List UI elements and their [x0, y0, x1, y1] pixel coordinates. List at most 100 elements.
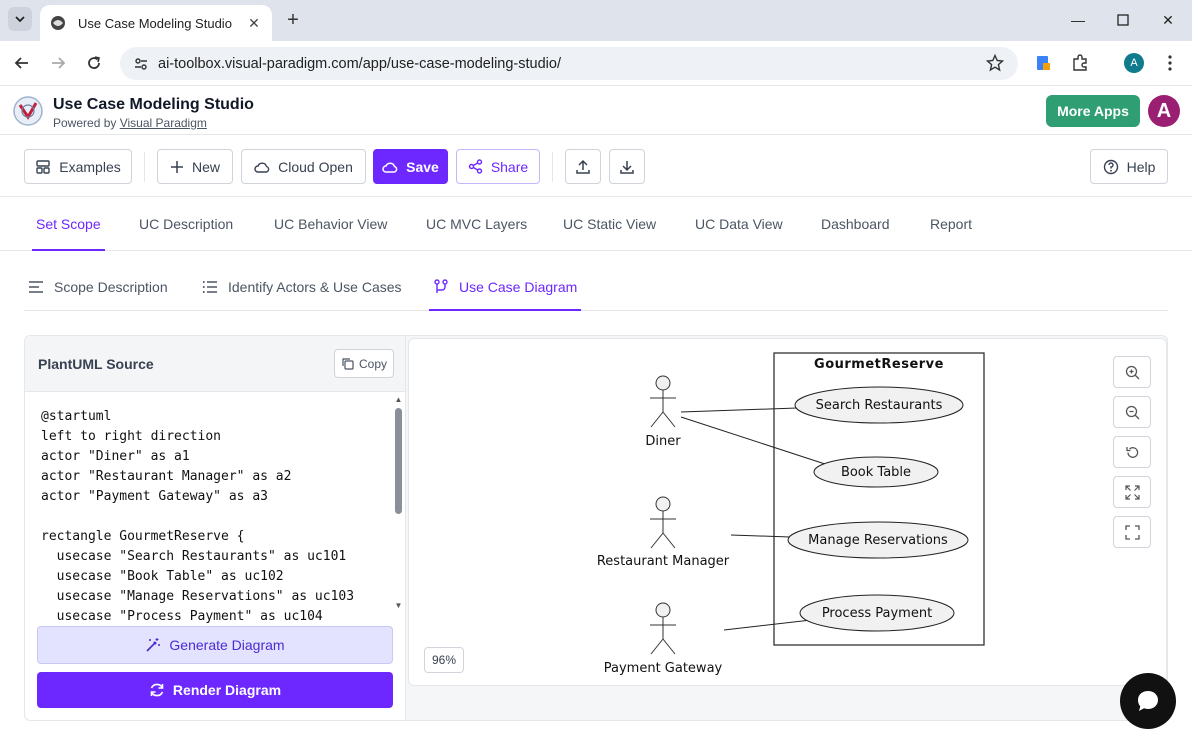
zoom-out-button[interactable]	[1113, 396, 1151, 428]
tab-uc-static-view[interactable]: UC Static View	[563, 216, 657, 232]
usecase-label: Search Restaurants	[816, 398, 943, 413]
subtab-use-case-diagram[interactable]: Use Case Diagram	[428, 263, 582, 311]
tab-set-scope[interactable]: Set Scope	[32, 197, 105, 251]
browser-menu-icon[interactable]	[1160, 53, 1180, 73]
powered-by-label: Powered by	[53, 116, 117, 130]
browser-profile-avatar[interactable]: A	[1124, 53, 1144, 73]
app-header: Use Case Modeling Studio Powered by Visu…	[0, 87, 1192, 135]
tab-uc-data-view[interactable]: UC Data View	[695, 216, 783, 232]
arrows-expand-icon	[1124, 484, 1140, 500]
sub-tabs: Scope Description Identify Actors & Use …	[24, 263, 1168, 311]
usecase-search-restaurants[interactable]	[794, 386, 964, 424]
help-circle-icon	[1103, 159, 1118, 174]
chat-bubble-icon	[1138, 691, 1158, 711]
cloud-icon	[382, 161, 398, 173]
usecase-label: Manage Reservations	[808, 533, 948, 548]
zoom-in-button[interactable]	[1113, 356, 1151, 388]
extension-doc-icon[interactable]	[1033, 53, 1053, 73]
fullscreen-icon	[1124, 524, 1140, 540]
association-line	[723, 619, 812, 631]
actor-restaurant-manager[interactable]	[650, 496, 676, 549]
cloud-open-label: Cloud Open	[278, 158, 353, 175]
subtab-label: Scope Description	[54, 278, 168, 295]
cloud-icon	[254, 162, 270, 173]
actor-diner[interactable]	[650, 375, 676, 428]
fullscreen-button[interactable]	[1113, 516, 1151, 548]
bookmark-star-icon[interactable]	[985, 53, 1005, 72]
tab-report[interactable]: Report	[930, 216, 973, 232]
minimize-icon[interactable]: —	[1071, 12, 1085, 28]
browser-toolbar: ai-toolbox.visual-paradigm.com/app/use-c…	[0, 41, 1192, 86]
scroll-down-arrow[interactable]: ▼	[394, 601, 403, 610]
tab-search-button[interactable]	[8, 7, 32, 31]
tab-uc-behavior-view[interactable]: UC Behavior View	[274, 216, 388, 232]
save-button[interactable]: Save	[373, 149, 448, 184]
browser-tabbar: Use Case Modeling Studio ✕ + — ✕	[0, 0, 1192, 41]
examples-label: Examples	[59, 158, 121, 175]
address-bar[interactable]: ai-toolbox.visual-paradigm.com/app/use-c…	[120, 47, 1018, 80]
close-icon[interactable]: ✕	[248, 14, 260, 31]
tab-uc-description[interactable]: UC Description	[139, 216, 234, 232]
user-avatar[interactable]: A	[1148, 95, 1180, 127]
actor-label: Payment Gateway	[604, 661, 723, 676]
more-apps-button[interactable]: More Apps	[1046, 95, 1140, 127]
upload-icon	[576, 159, 590, 174]
generate-diagram-button[interactable]: Generate Diagram	[37, 626, 393, 664]
forward-arrow-icon[interactable]	[47, 52, 69, 74]
refresh-icon	[150, 683, 164, 697]
copy-button[interactable]: Copy	[334, 349, 394, 378]
site-settings-icon[interactable]	[132, 55, 150, 73]
layout-template-icon	[36, 159, 50, 174]
code-scrollbar[interactable]: ▲ ▼	[392, 394, 404, 612]
scroll-thumb[interactable]	[395, 408, 402, 514]
cloud-open-button[interactable]: Cloud Open	[241, 149, 366, 184]
subtab-identify-actors[interactable]: Identify Actors & Use Cases	[202, 263, 402, 310]
extensions-puzzle-icon[interactable]	[1070, 53, 1090, 73]
usecase-process-payment[interactable]	[799, 594, 955, 632]
fit-view-button[interactable]	[1113, 476, 1151, 508]
upload-button[interactable]	[565, 149, 601, 184]
window-close-icon[interactable]: ✕	[1162, 11, 1174, 28]
zoom-out-icon	[1125, 405, 1139, 419]
plantuml-code-editor[interactable]: @startuml left to right direction actor …	[41, 409, 355, 624]
use-case-diagram[interactable]: GourmetReserve Diner	[589, 347, 989, 681]
tab-dashboard[interactable]: Dashboard	[821, 216, 890, 232]
usecase-book-table[interactable]	[813, 456, 939, 488]
scroll-up-arrow[interactable]: ▲	[394, 395, 403, 404]
association-line	[730, 534, 791, 538]
back-arrow-icon[interactable]	[11, 52, 33, 74]
visual-paradigm-link[interactable]: Visual Paradigm	[119, 116, 207, 130]
source-panel-title: PlantUML Source	[38, 356, 154, 372]
render-diagram-button[interactable]: Render Diagram	[37, 672, 393, 708]
usecase-label: Process Payment	[822, 606, 932, 621]
new-button[interactable]: New	[157, 149, 233, 184]
main-tabs: Set Scope UC Description UC Behavior Vie…	[0, 197, 1192, 251]
download-button[interactable]	[609, 149, 645, 184]
powered-by: Powered by Visual Paradigm	[53, 116, 207, 130]
chevron-down-icon	[15, 16, 25, 23]
browser-tab[interactable]: Use Case Modeling Studio ✕	[40, 5, 272, 41]
tab-uc-mvc-layers[interactable]: UC MVC Layers	[426, 216, 528, 232]
actor-label: Diner	[645, 434, 681, 449]
magic-wand-icon	[146, 638, 161, 652]
url-text: ai-toolbox.visual-paradigm.com/app/use-c…	[158, 55, 561, 72]
examples-button[interactable]: Examples	[24, 149, 132, 184]
new-label: New	[191, 158, 220, 175]
workflow-icon	[434, 278, 448, 293]
association-line	[680, 407, 798, 413]
usecase-manage-reservations[interactable]	[787, 521, 969, 559]
share-button[interactable]: Share	[456, 149, 540, 184]
subtab-scope-description[interactable]: Scope Description	[28, 263, 168, 310]
diagram-preview-panel: GourmetReserve Diner	[408, 338, 1167, 686]
chat-button[interactable]	[1120, 673, 1176, 729]
subtab-label: Use Case Diagram	[459, 278, 578, 295]
actor-label: Restaurant Manager	[597, 554, 730, 569]
reset-view-button[interactable]	[1113, 436, 1151, 468]
maximize-icon[interactable]	[1113, 10, 1133, 30]
reload-icon[interactable]	[83, 52, 105, 74]
plus-icon	[170, 160, 183, 173]
help-label: Help	[1126, 158, 1156, 175]
new-tab-button[interactable]: +	[287, 8, 299, 31]
help-button[interactable]: Help	[1090, 149, 1168, 184]
actor-payment-gateway[interactable]	[650, 602, 676, 655]
